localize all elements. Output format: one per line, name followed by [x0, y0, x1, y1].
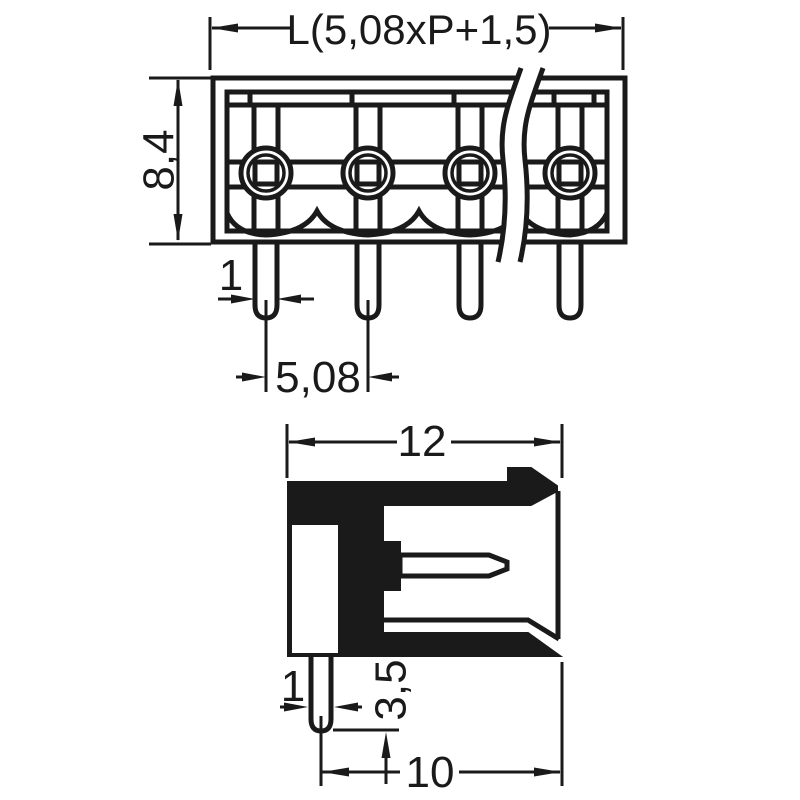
contact-square-hole	[456, 159, 484, 187]
arrowhead-up-icon	[381, 732, 391, 758]
dim-pin-protrusion-label: 3,5	[367, 659, 416, 720]
extension-lines	[319, 662, 564, 786]
dim-pin-pitch-label: 5,08	[275, 353, 361, 402]
contact-square-hole	[354, 159, 382, 187]
dim-pin-pitch: 5,08	[236, 300, 399, 402]
dim-pin-to-face-label: 10	[406, 748, 455, 797]
contact-position	[238, 145, 294, 201]
dim-front-pin-width-label: 1	[219, 251, 243, 300]
break-mask	[498, 68, 543, 262]
arrowhead-right-icon	[231, 294, 255, 304]
arrowhead-left-icon	[368, 372, 392, 382]
flange-window	[292, 525, 338, 653]
arrowhead-right-icon	[284, 702, 308, 712]
extension-lines	[149, 76, 211, 246]
shroud-bottom-edge	[383, 617, 561, 642]
extension-lines	[208, 17, 625, 70]
contact-position	[340, 145, 396, 201]
dim-overall-length-label: L(5,08xP+1,5)	[286, 6, 551, 53]
dim-side-pin-width: 1	[280, 662, 362, 712]
arrowhead-down-icon	[173, 214, 183, 241]
pin-icon	[556, 240, 584, 321]
dim-pin-to-face: 10	[319, 662, 564, 797]
arrowhead-left-icon	[322, 767, 349, 777]
pin-icon	[456, 240, 484, 321]
extension-lines	[264, 300, 370, 392]
arrowhead-left-icon	[211, 23, 238, 33]
extension-lines	[285, 424, 564, 478]
contact-pin-side	[397, 552, 510, 579]
arrowhead-left-icon	[277, 294, 301, 304]
arrowhead-right-icon	[534, 767, 561, 777]
break-curve-icon	[495, 67, 524, 263]
contact-position	[442, 145, 498, 201]
arrowhead-right-icon	[534, 437, 561, 447]
contact-position	[542, 145, 598, 201]
scallop-arcs	[224, 205, 610, 238]
arrowhead-right-icon	[595, 23, 622, 33]
side-view: 12 1 3,5 10	[280, 417, 564, 797]
arrowhead-up-icon	[173, 79, 183, 106]
dim-body-height: 8,4	[135, 76, 211, 246]
strip-dividers	[247, 92, 597, 105]
front-view-solder-pins	[252, 240, 584, 321]
arrowhead-left-icon	[334, 702, 358, 712]
front-view: L(5,08xP+1,5) 8,4 1 5,08	[135, 6, 628, 402]
dim-body-width: 12	[285, 417, 564, 478]
contact-square-hole	[252, 159, 280, 187]
dim-front-pin-width: 1	[218, 251, 314, 304]
dim-pin-protrusion: 3,5	[333, 659, 416, 784]
arrowhead-right-icon	[242, 372, 266, 382]
dim-body-height-label: 8,4	[135, 129, 184, 190]
break-lines	[495, 67, 546, 263]
dim-body-width-label: 12	[398, 417, 447, 466]
side-view-body	[287, 467, 564, 657]
break-curve-icon	[517, 67, 546, 263]
arrowhead-left-icon	[288, 437, 315, 447]
contact-square-hole	[556, 159, 584, 187]
dim-overall-length: L(5,08xP+1,5)	[208, 6, 625, 70]
front-view-contacts	[238, 145, 598, 201]
